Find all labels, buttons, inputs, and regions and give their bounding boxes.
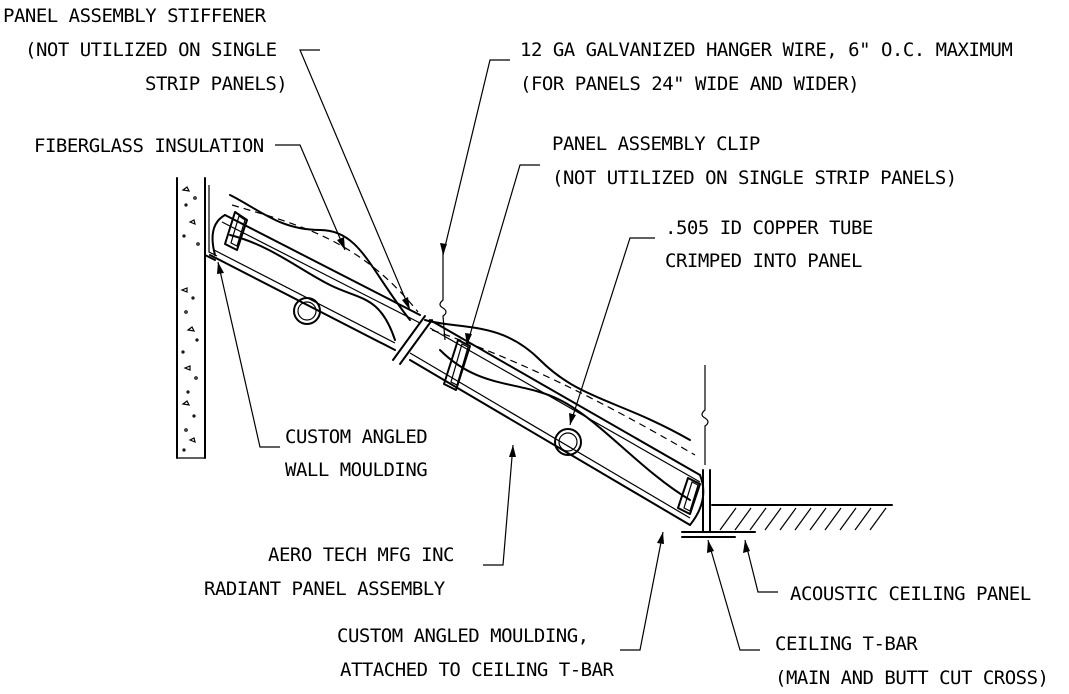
stiffener-line1: PANEL ASSEMBLY STIFFENER bbox=[3, 5, 267, 27]
panel-assembly-line2: RADIANT PANEL ASSEMBLY bbox=[204, 578, 446, 600]
tbar-line2: (MAIN AND BUTT CUT CROSS) bbox=[775, 667, 1048, 689]
callout-copper-tube: .505 ID COPPER TUBE CRIMPED INTO PANEL bbox=[665, 217, 873, 272]
hanger-wire-line2: (FOR PANELS 24" WIDE AND WIDER) bbox=[520, 73, 859, 95]
panel-assembly-line1: AERO TECH MFG INC bbox=[268, 544, 454, 566]
callout-stiffener: PANEL ASSEMBLY STIFFENER (NOT UTILIZED O… bbox=[3, 5, 288, 95]
stiffener-line2: (NOT UTILIZED ON SINGLE bbox=[25, 39, 277, 61]
callout-hanger-wire: 12 GA GALVANIZED HANGER WIRE, 6" O.C. MA… bbox=[520, 39, 1013, 95]
clip-line2: (NOT UTILIZED ON SINGLE STRIP PANELS) bbox=[552, 167, 957, 189]
callout-tbar: CEILING T-BAR (MAIN AND BUTT CUT CROSS) bbox=[775, 633, 1049, 689]
wall-moulding bbox=[204, 184, 218, 261]
stiffener-line3: STRIP PANELS) bbox=[145, 73, 287, 95]
radiant-panel-assembly bbox=[209, 194, 705, 526]
insulation-line1: FIBERGLASS INSULATION bbox=[34, 135, 264, 157]
insulation-wave-1 bbox=[229, 194, 411, 321]
ceiling-moulding-line1: CUSTOM ANGLED MOULDING, bbox=[337, 625, 589, 647]
copper-tube-line1: .505 ID COPPER TUBE bbox=[665, 217, 873, 239]
insulation-wave-2 bbox=[229, 234, 396, 341]
hanger-wire bbox=[439, 250, 709, 465]
hanger-wire-line1: 12 GA GALVANIZED HANGER WIRE, 6" O.C. MA… bbox=[520, 39, 1012, 61]
ceiling-moulding-line2: ATTACHED TO CEILING T-BAR bbox=[340, 659, 615, 681]
callout-clip: PANEL ASSEMBLY CLIP (NOT UTILIZED ON SIN… bbox=[552, 133, 957, 189]
ceiling-tbar bbox=[681, 469, 736, 538]
wall-moulding-line1: CUSTOM ANGLED bbox=[285, 426, 427, 448]
insulation-wave-3 bbox=[424, 319, 691, 441]
clip-line1: PANEL ASSEMBLY CLIP bbox=[552, 133, 760, 155]
callout-ceiling-moulding: CUSTOM ANGLED MOULDING, ATTACHED TO CEIL… bbox=[337, 625, 615, 681]
concrete-wall bbox=[176, 177, 206, 459]
callout-insulation: FIBERGLASS INSULATION bbox=[34, 135, 264, 157]
copper-tube-line2: CRIMPED INTO PANEL bbox=[665, 250, 862, 272]
copper-tube bbox=[293, 297, 582, 456]
wall-moulding-line2: WALL MOULDING bbox=[285, 459, 427, 481]
insulation-wave-4 bbox=[439, 349, 691, 501]
assembly-clip bbox=[224, 211, 701, 515]
callout-panel-assembly: AERO TECH MFG INC RADIANT PANEL ASSEMBLY bbox=[204, 544, 454, 600]
leader-lines bbox=[217, 49, 778, 651]
callout-wall-moulding: CUSTOM ANGLED WALL MOULDING bbox=[285, 426, 428, 481]
acoustic-panel-line1: ACOUSTIC CEILING PANEL bbox=[790, 583, 1031, 605]
tbar-line1: CEILING T-BAR bbox=[775, 633, 918, 655]
acoustic-ceiling-panel bbox=[711, 504, 893, 533]
concrete-hatch bbox=[180, 186, 200, 452]
callout-acoustic-panel: ACOUSTIC CEILING PANEL bbox=[790, 583, 1031, 605]
